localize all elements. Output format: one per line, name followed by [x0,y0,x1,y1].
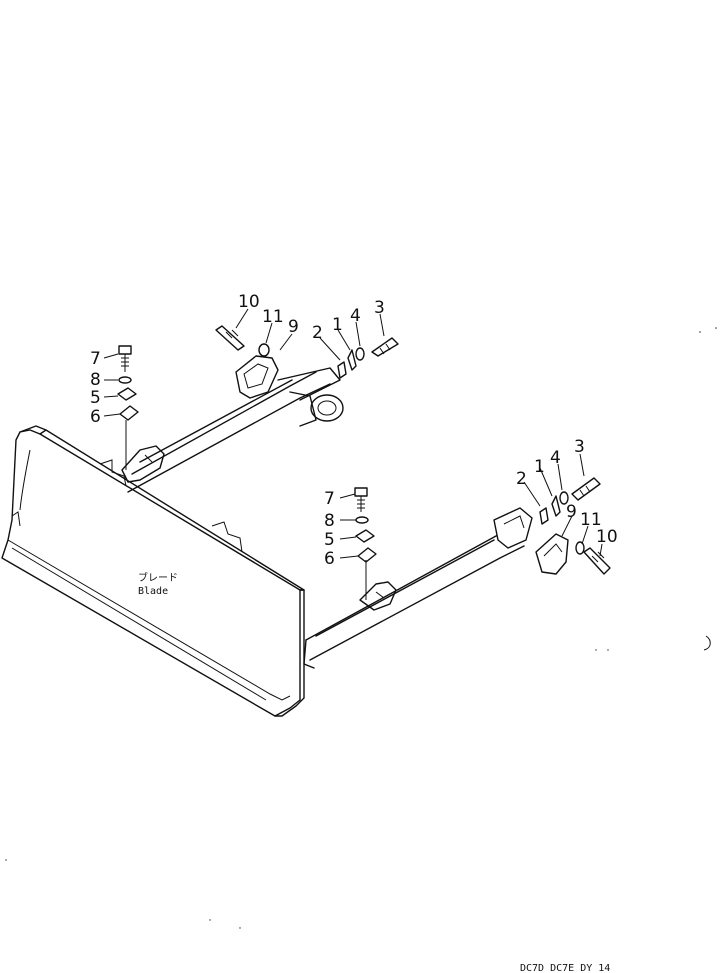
callout-1-left: 1 [332,315,343,335]
callout-7-left: 7 [90,349,101,369]
plate-6-left [119,405,139,421]
bolt-7-right [354,487,368,512]
bolt-7-left [118,345,132,372]
callout-10-left: 10 [238,292,260,312]
callout-11-left: 11 [262,307,284,327]
bolt-10-left [215,325,245,351]
callout-9-left: 9 [288,317,299,337]
callout-3-left: 3 [374,298,385,318]
plate-5-right [355,529,375,543]
callout-6-right: 6 [324,549,335,569]
right-push-arm [303,507,569,669]
callout-10-right: 10 [596,527,618,547]
bolt-3-left [371,337,399,357]
blade-label-en: Blade [138,586,168,597]
leader-lines [103,308,603,559]
callout-5-right: 5 [324,530,335,550]
washer-11-left [258,343,270,357]
callout-5-left: 5 [90,388,101,408]
callouts-right: 3 4 1 2 9 11 10 7 8 5 6 [324,437,618,569]
washer-4-left [355,347,365,361]
plate-5-left [117,387,137,401]
shim-1-left [347,349,357,371]
callout-2-left: 2 [312,323,323,343]
scan-specks [5,327,717,929]
callout-6-left: 6 [90,407,101,427]
pin-2-right [539,507,549,525]
pin-2-left [337,361,347,379]
right-hardware [354,477,611,575]
bolt-3-right [571,477,601,501]
callout-9-right: 9 [566,502,577,522]
callout-8-right: 8 [324,511,335,531]
callout-2-right: 2 [516,469,527,489]
bolt-10-right [583,547,611,575]
washer-8-right [355,516,369,524]
blade: ブレード Blade [1,425,305,717]
blade-label-jp: ブレード [138,571,178,584]
left-push-arm [121,355,344,493]
callout-7-right: 7 [324,489,335,509]
washer-8-left [118,376,132,384]
footer-code: DC7D DC7E DY 14 [520,963,610,973]
washer-11-right [575,541,585,555]
shim-1-right [551,495,561,517]
callout-8-left: 8 [90,370,101,390]
callout-4-left: 4 [350,306,361,326]
callout-1-right: 1 [534,457,545,477]
washer-4-right [559,491,569,505]
callouts-left: 10 11 9 2 1 4 3 7 8 5 6 [90,292,385,427]
callout-4-right: 4 [550,448,561,468]
plate-6-right [357,547,377,563]
left-hardware [117,325,399,421]
callout-11-right: 11 [580,510,602,530]
callout-3-right: 3 [574,437,585,457]
